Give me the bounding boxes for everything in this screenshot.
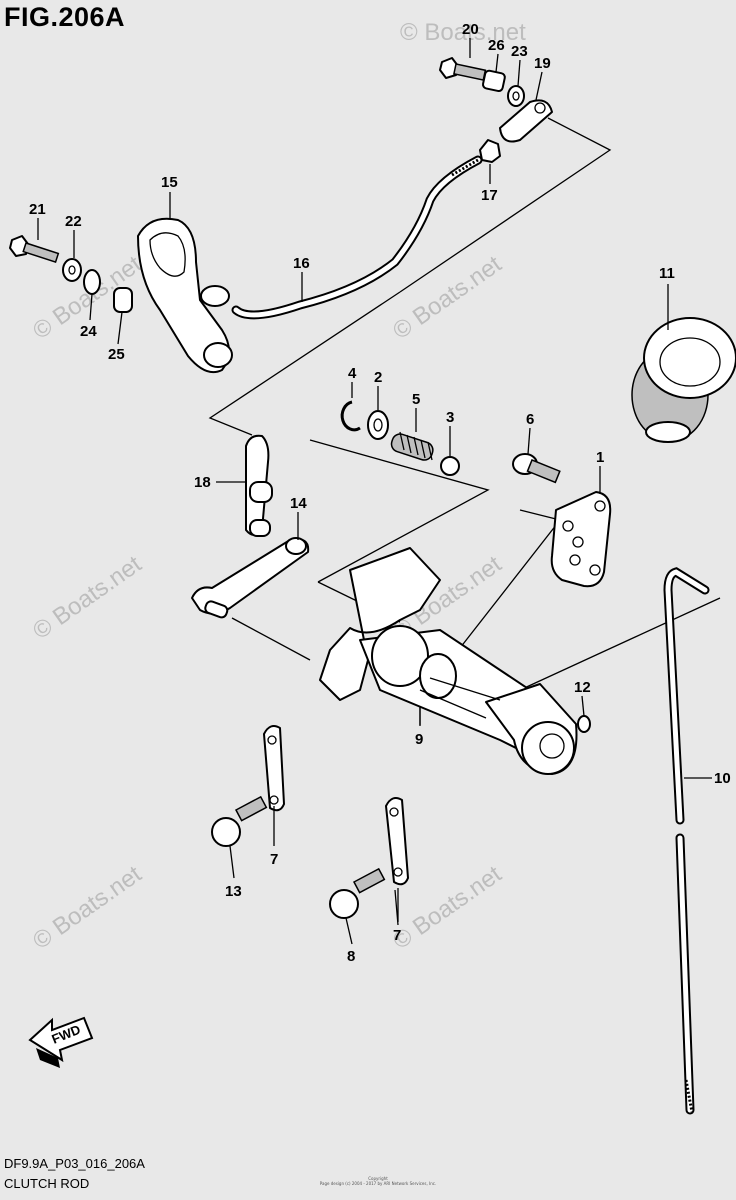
part-2-washer[interactable] (367, 410, 389, 440)
part-16-rod[interactable] (231, 155, 483, 320)
part-19-rod-end[interactable] (499, 99, 553, 143)
part-6-bolt[interactable] (512, 453, 561, 484)
callout-5[interactable]: 5 (412, 391, 420, 408)
part-13-bolt[interactable] (211, 795, 268, 847)
callout-labels: 20 26 23 19 17 15 21 22 16 24 25 11 4 2 … (29, 21, 731, 965)
callout-16[interactable]: 16 (293, 255, 310, 272)
callout-25[interactable]: 25 (108, 346, 125, 363)
part-26-collar[interactable] (482, 69, 506, 93)
diagram-code: DF9.9A_P03_016_206A (4, 1156, 145, 1171)
callout-19[interactable]: 19 (534, 55, 551, 72)
callout-11[interactable]: 11 (659, 265, 675, 282)
callout-21[interactable]: 21 (29, 201, 46, 218)
part-23-washer[interactable] (507, 85, 525, 107)
part-14-arm[interactable] (191, 537, 310, 619)
part-20-bolt[interactable] (439, 57, 487, 81)
callout-13[interactable]: 13 (225, 883, 242, 900)
callout-26[interactable]: 26 (488, 37, 505, 54)
callout-7-upper[interactable]: 7 (270, 851, 278, 868)
copyright-line: Page design (c) 2004 - 2017 by ARI Netwo… (319, 1181, 437, 1186)
callout-9[interactable]: 9 (415, 731, 423, 748)
part-7-strap-upper[interactable] (263, 725, 285, 812)
callout-20[interactable]: 20 (462, 21, 479, 38)
part-24-clip[interactable] (83, 269, 101, 295)
callout-4[interactable]: 4 (348, 365, 357, 382)
fwd-arrow-icon: FWD (28, 1016, 94, 1068)
watermarks: © Boats.net © Boats.net © Boats.net © Bo… (28, 19, 526, 955)
callout-14[interactable]: 14 (290, 495, 307, 512)
part-10-rod[interactable] (663, 567, 710, 1115)
part-3-ball[interactable] (440, 456, 460, 476)
callout-2[interactable]: 2 (374, 369, 382, 386)
callout-8[interactable]: 8 (347, 948, 355, 965)
callout-6[interactable]: 6 (526, 411, 534, 428)
part-22-washer[interactable] (62, 258, 82, 282)
part-12-pin[interactable] (577, 715, 591, 733)
part-11-grommet[interactable] (631, 317, 736, 443)
callout-18[interactable]: 18 (194, 474, 211, 491)
callout-10[interactable]: 10 (714, 770, 731, 787)
watermark: © Boats.net (28, 860, 147, 954)
assembly-lines (208, 117, 721, 926)
callout-12[interactable]: 12 (574, 679, 591, 696)
part-15-lever[interactable] (137, 217, 233, 374)
watermark: © Boats.net (28, 550, 147, 644)
callout-23[interactable]: 23 (511, 43, 528, 60)
part-1-plate[interactable] (550, 491, 612, 588)
callout-7-lower[interactable]: 7 (393, 927, 401, 944)
part-9-shaft[interactable] (319, 547, 578, 775)
part-18-link[interactable] (245, 434, 273, 537)
watermark: © Boats.net (388, 250, 507, 344)
watermark: © Boats.net (400, 19, 526, 46)
callout-22[interactable]: 22 (65, 213, 82, 230)
callout-1[interactable]: 1 (596, 449, 604, 466)
part-8-bolt[interactable] (329, 867, 386, 919)
callout-17[interactable]: 17 (481, 187, 498, 204)
figure-title: FIG.206A (4, 2, 126, 32)
part-17-nut[interactable] (479, 139, 501, 163)
diagram-name: CLUTCH ROD (4, 1176, 90, 1191)
part-25-bushing[interactable] (113, 287, 133, 313)
callout-24[interactable]: 24 (80, 323, 97, 340)
callout-15[interactable]: 15 (161, 174, 178, 191)
part-21-bolt[interactable] (9, 235, 60, 264)
copyright-notice: Copyright Page design (c) 2004 - 2017 by… (318, 1176, 438, 1186)
callout-leaders (37, 38, 712, 945)
callout-3[interactable]: 3 (446, 409, 454, 426)
copyright-line: Copyright (368, 1176, 388, 1181)
part-5-spring[interactable] (389, 431, 435, 462)
part-7-strap-lower[interactable] (385, 797, 409, 886)
part-4-snap-ring[interactable] (340, 400, 361, 432)
